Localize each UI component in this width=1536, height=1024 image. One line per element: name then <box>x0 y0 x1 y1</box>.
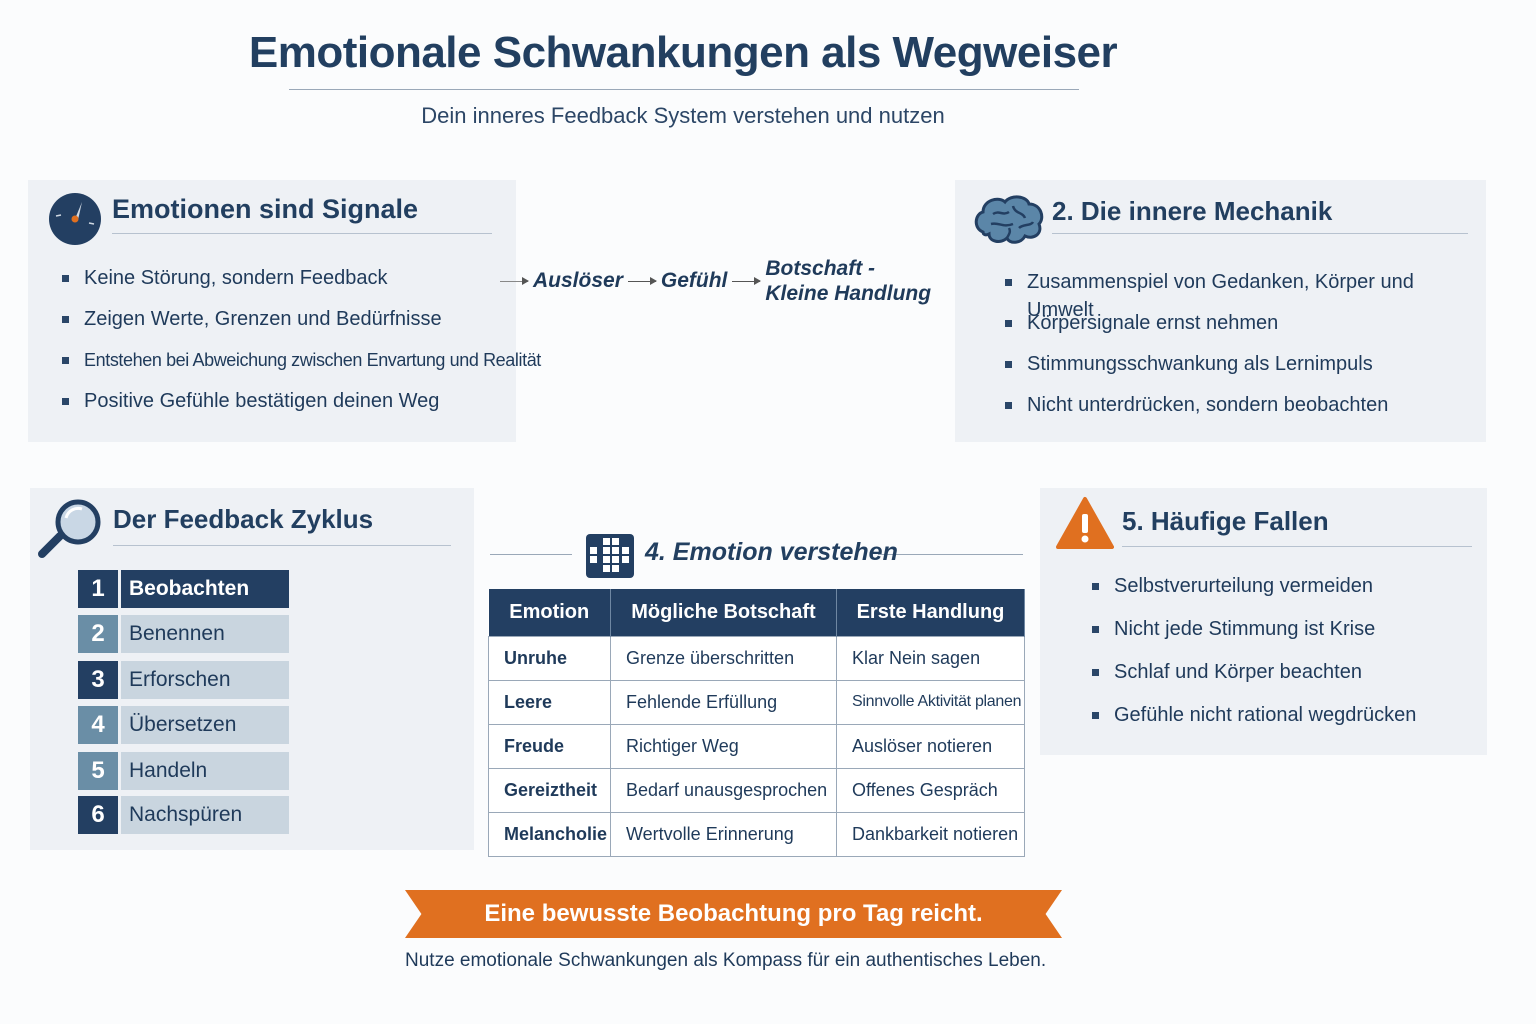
list-item: Nicht unterdrücken, sondern beobachten <box>1005 391 1486 432</box>
step-number: 1 <box>78 570 118 608</box>
step-label: Benennen <box>121 615 289 653</box>
divider <box>878 554 1023 555</box>
column-header: Mögliche Botschaft <box>610 589 837 636</box>
table-cell: Offenes Gespräch <box>836 767 1025 813</box>
table-cell: Sinnvolle Aktivität planen <box>836 679 1025 725</box>
list-item: Zeigen Werte, Grenzen und Bedürfnisse <box>62 305 541 346</box>
connector-line <box>500 276 529 285</box>
table-cell: Wertvolle Erinnerung <box>610 811 837 857</box>
step-label: Übersetzen <box>121 706 289 744</box>
divider <box>1122 546 1472 547</box>
brain-icon <box>974 195 1044 244</box>
list-item: Keine Störung, sondern Feedback <box>62 264 541 305</box>
arrow-icon <box>627 276 657 285</box>
table-cell: Melancholie <box>488 811 611 857</box>
table-cell: Klar Nein sagen <box>836 635 1025 681</box>
flow-step: Botschaft - Kleine Handlung <box>765 257 932 305</box>
step-number: 3 <box>78 661 118 699</box>
divider <box>490 554 572 555</box>
divider <box>112 233 492 234</box>
footer-text: Nutze emotionale Schwankungen als Kompas… <box>405 950 1047 971</box>
emotion-table: Emotion Mögliche Botschaft Erste Handlun… <box>488 589 1025 857</box>
flow-step: Auslöser <box>533 269 623 292</box>
signals-title: Emotionen sind Signale <box>112 194 419 224</box>
table-cell: Gereiztheit <box>488 767 611 813</box>
list-item: Positive Gefühle bestätigen deinen Weg <box>62 387 541 428</box>
warning-icon <box>1056 497 1114 549</box>
pitfalls-panel: 5. Häufige Fallen Selbstverurteilung ver… <box>1040 488 1487 755</box>
table-cell: Auslöser notieren <box>836 723 1025 769</box>
step-label: Beobachten <box>121 570 289 608</box>
mechanics-panel: 2. Die innere Mechanik Zusammenspiel von… <box>955 180 1486 442</box>
list-item: Nicht jede Stimmung ist Krise <box>1092 615 1416 658</box>
table-cell: Fehlende Erfüllung <box>610 679 837 725</box>
mechanics-title: 2. Die innere Mechanik <box>1052 196 1333 226</box>
table-cell: Bedarf unausgesprochen <box>610 767 837 813</box>
banner: Eine bewusste Beobachtung pro Tag reicht… <box>405 890 1062 938</box>
column-header: Erste Handlung <box>836 589 1025 636</box>
step-number: 6 <box>78 796 118 834</box>
pitfalls-title: 5. Häufige Fallen <box>1122 506 1329 536</box>
compass-icon <box>49 193 101 245</box>
list-item: Gefühle nicht rational wegdrücken <box>1092 701 1416 742</box>
list-item: Körpersignale ernst nehmen <box>1005 309 1486 350</box>
list-item: Stimmungsschwankung als Lernimpuls <box>1005 350 1486 391</box>
flow-chain: Auslöser Gefühl Botschaft - Kleine Handl… <box>500 256 937 306</box>
page-title: Emotionale Schwankungen als Wegweiser <box>248 28 1118 77</box>
step-number: 2 <box>78 615 118 653</box>
divider <box>113 545 451 546</box>
flow-step: Gefühl <box>660 269 728 292</box>
table-cell: Richtiger Weg <box>610 723 837 769</box>
table-title: 4. Emotion verstehen <box>645 538 898 566</box>
step-label: Handeln <box>121 752 289 790</box>
arrow-icon <box>732 276 762 285</box>
grid-icon <box>586 534 634 578</box>
table-cell: Unruhe <box>488 635 611 681</box>
list-item: Schlaf und Körper beachten <box>1092 658 1416 701</box>
title-divider <box>289 89 1079 90</box>
table-cell: Leere <box>488 679 611 725</box>
list-item: Selbstverurteilung vermeiden <box>1092 572 1416 615</box>
table-cell: Freude <box>488 723 611 769</box>
divider <box>1052 233 1468 234</box>
table-cell: Dankbarkeit notieren <box>836 811 1025 857</box>
step-label: Nachspüren <box>121 796 289 834</box>
column-header: Emotion <box>488 589 611 636</box>
step-number: 4 <box>78 706 118 744</box>
table-cell: Grenze überschritten <box>610 635 837 681</box>
step-number: 5 <box>78 752 118 790</box>
magnifier-icon <box>38 499 101 558</box>
list-item: Zusammenspiel von Gedanken, Körper und U… <box>1005 268 1486 321</box>
page-subtitle: Dein inneres Feedback System verstehen u… <box>421 103 945 128</box>
cycle-title: Der Feedback Zyklus <box>113 504 374 534</box>
signals-panel: Emotionen sind Signale Keine Störung, so… <box>28 180 541 442</box>
list-item: Entstehen bei Abweichung zwischen Envart… <box>62 346 541 387</box>
step-label: Erforschen <box>121 661 289 699</box>
